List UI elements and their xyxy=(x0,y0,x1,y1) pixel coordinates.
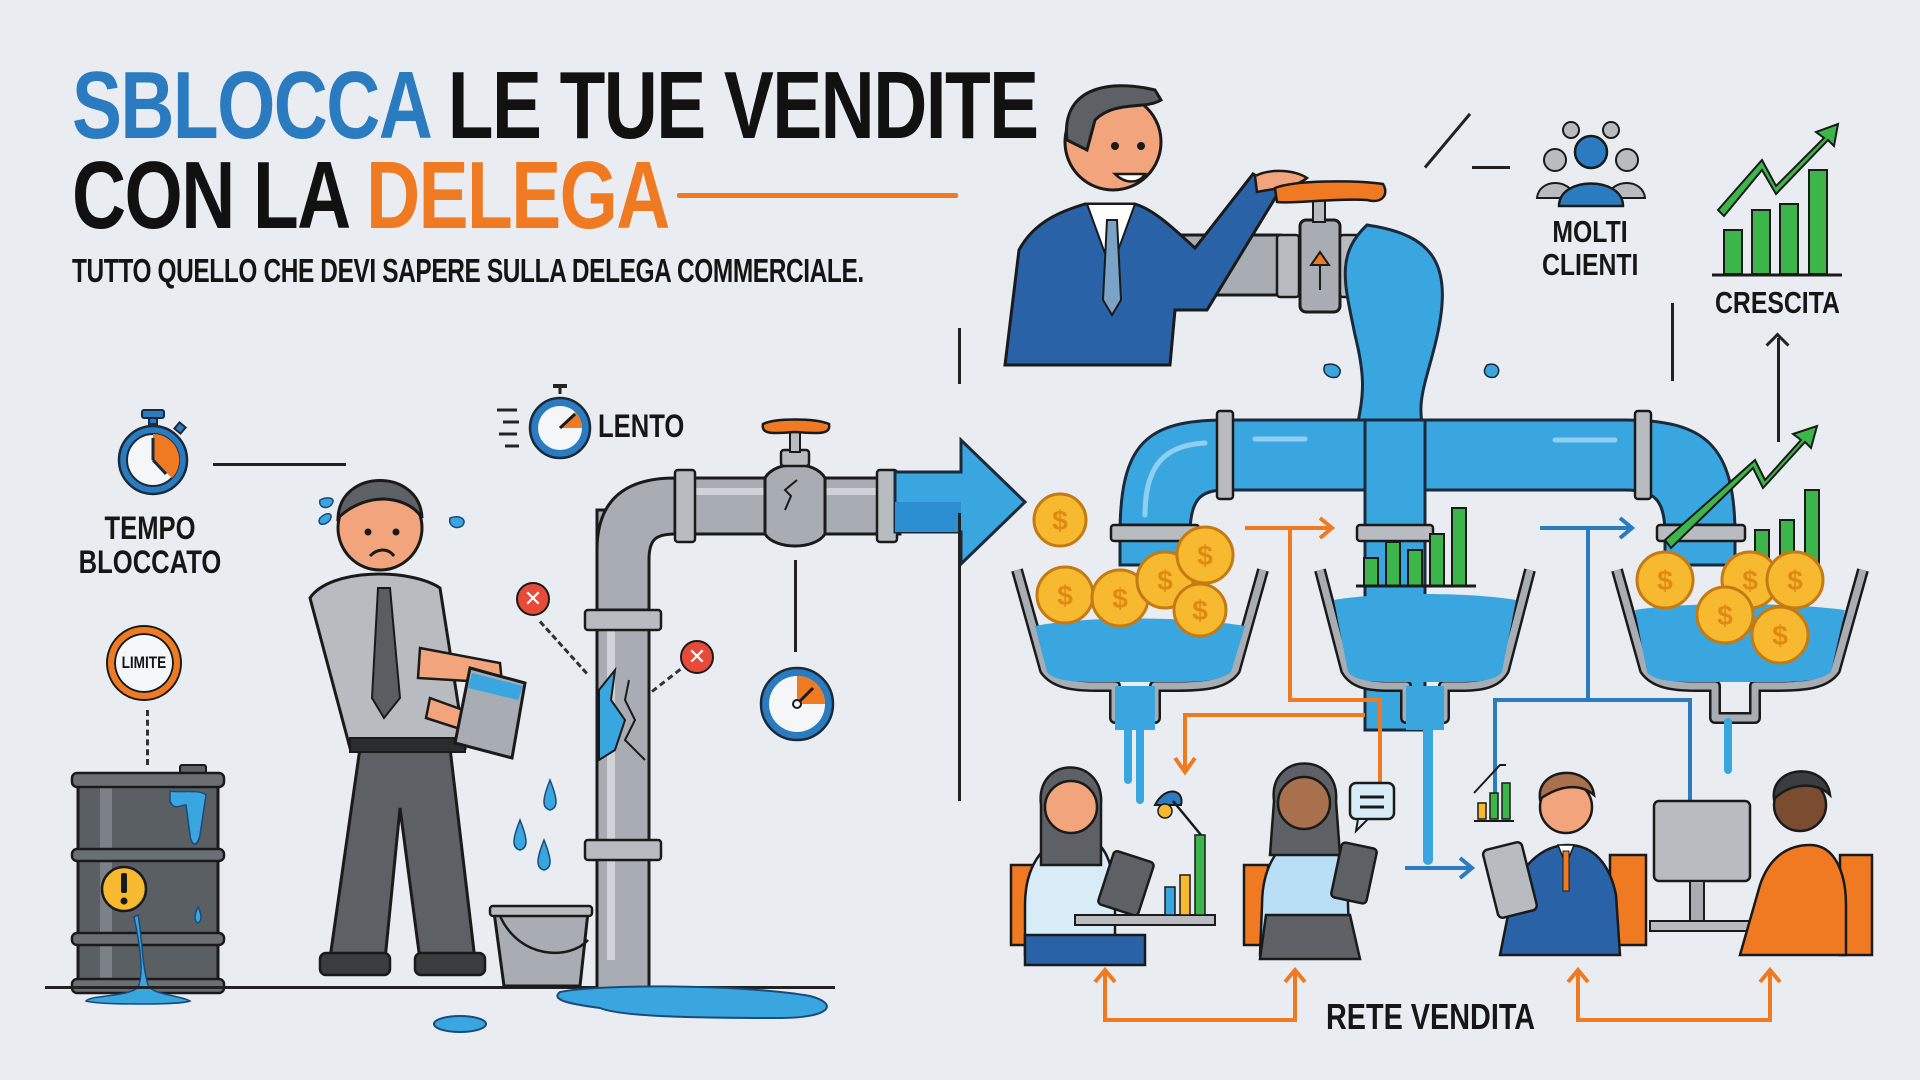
sales-person-2 xyxy=(1242,762,1396,961)
svg-text:$: $ xyxy=(1772,620,1788,651)
computer-monitor-icon xyxy=(1652,799,1752,922)
flow-connectors xyxy=(1093,516,1782,1022)
people-group-icon xyxy=(1535,121,1647,208)
title-underline-rule xyxy=(677,193,958,198)
pressure-gauge-icon xyxy=(759,666,835,742)
limit-badge-icon: LIMITE xyxy=(108,627,180,699)
barrel-icon xyxy=(70,764,226,1005)
gray-pipe-system xyxy=(583,418,902,992)
slow-stopwatch-icon xyxy=(497,384,592,460)
title-line-1: SBLOCCA LE TUE VENDITE xyxy=(72,58,1039,154)
svg-text:$: $ xyxy=(1657,565,1673,596)
panel-divider-bottom xyxy=(958,513,961,801)
panel-divider-top xyxy=(958,328,961,384)
molti-clienti-connector-h xyxy=(1472,166,1510,169)
label-crescita: CRESCITA xyxy=(1715,285,1840,320)
label-tempo: TEMPO xyxy=(104,510,196,546)
error-x-icon: ✕ xyxy=(516,582,550,616)
chat-bubble-icon xyxy=(1348,781,1396,834)
svg-text:$: $ xyxy=(1052,505,1068,536)
molti-clienti-connector xyxy=(1423,112,1472,169)
gauge-connector xyxy=(794,560,797,652)
manager-opening-valve-illustration xyxy=(1003,84,1387,367)
sales-person-3 xyxy=(1473,764,1648,957)
svg-text:$: $ xyxy=(1192,595,1208,626)
basin-coins-left: $ $ $ $ $ $ xyxy=(1011,492,1269,730)
error-x-icon: ✕ xyxy=(680,640,714,674)
tablet-icon xyxy=(1330,841,1378,905)
label-clienti: CLIENTI xyxy=(1542,246,1639,282)
limit-dashed-connector xyxy=(146,710,149,765)
svg-text:$: $ xyxy=(1197,540,1213,571)
coin-icon xyxy=(1032,492,1235,638)
label-tempo-bloccato: TEMPO BLOCCATO xyxy=(78,510,222,580)
stopwatch-connector xyxy=(213,463,346,466)
tablet-icon xyxy=(1097,849,1155,917)
label-rete-vendita: RETE VENDITA xyxy=(1326,996,1536,1037)
ground-line xyxy=(45,986,835,989)
svg-text:$: $ xyxy=(1717,600,1733,631)
floor-bucket-and-puddle xyxy=(433,904,828,1033)
label-lento: LENTO xyxy=(598,408,685,444)
title-prefix: CON LA xyxy=(72,142,348,249)
title-rest: LE TUE VENDITE xyxy=(447,52,1039,159)
label-limite: LIMITE xyxy=(121,653,167,673)
stopwatch-icon xyxy=(117,409,189,496)
label-bloccato: BLOCCATO xyxy=(78,543,222,580)
crescita-connector-left xyxy=(1671,303,1674,381)
growth-chart-icon xyxy=(1712,122,1842,277)
desk-lamp-icon xyxy=(1153,790,1202,836)
svg-text:$: $ xyxy=(1112,583,1128,614)
svg-text:$: $ xyxy=(1157,565,1173,596)
flow-arrow-icon xyxy=(893,436,1028,568)
label-molti-clienti: MOLTI CLIENTI xyxy=(1542,214,1639,282)
basin-coins-right: $ $ $ $ $ xyxy=(1611,424,1869,724)
subtitle: TUTTO QUELLO CHE DEVI SAPERE SULLA DELEG… xyxy=(72,252,864,289)
label-molti: MOLTI xyxy=(1552,214,1628,249)
sales-person-1 xyxy=(1009,766,1216,967)
title-highlight-sblocca: SBLOCCA xyxy=(72,52,430,159)
title-highlight-delega: DELEGA xyxy=(366,142,670,249)
svg-text:$: $ xyxy=(1742,565,1758,596)
bar-chart-icon xyxy=(1473,764,1514,822)
stressed-employee-illustration xyxy=(308,479,527,977)
falling-water-drops xyxy=(513,777,557,871)
crescita-up-arrow xyxy=(1777,338,1780,442)
svg-text:$: $ xyxy=(1787,565,1803,596)
sales-person-4 xyxy=(1649,770,1874,957)
svg-text:$: $ xyxy=(1057,580,1073,611)
tablet-icon xyxy=(1481,841,1539,919)
title-line-2: CON LA DELEGA xyxy=(72,148,670,244)
